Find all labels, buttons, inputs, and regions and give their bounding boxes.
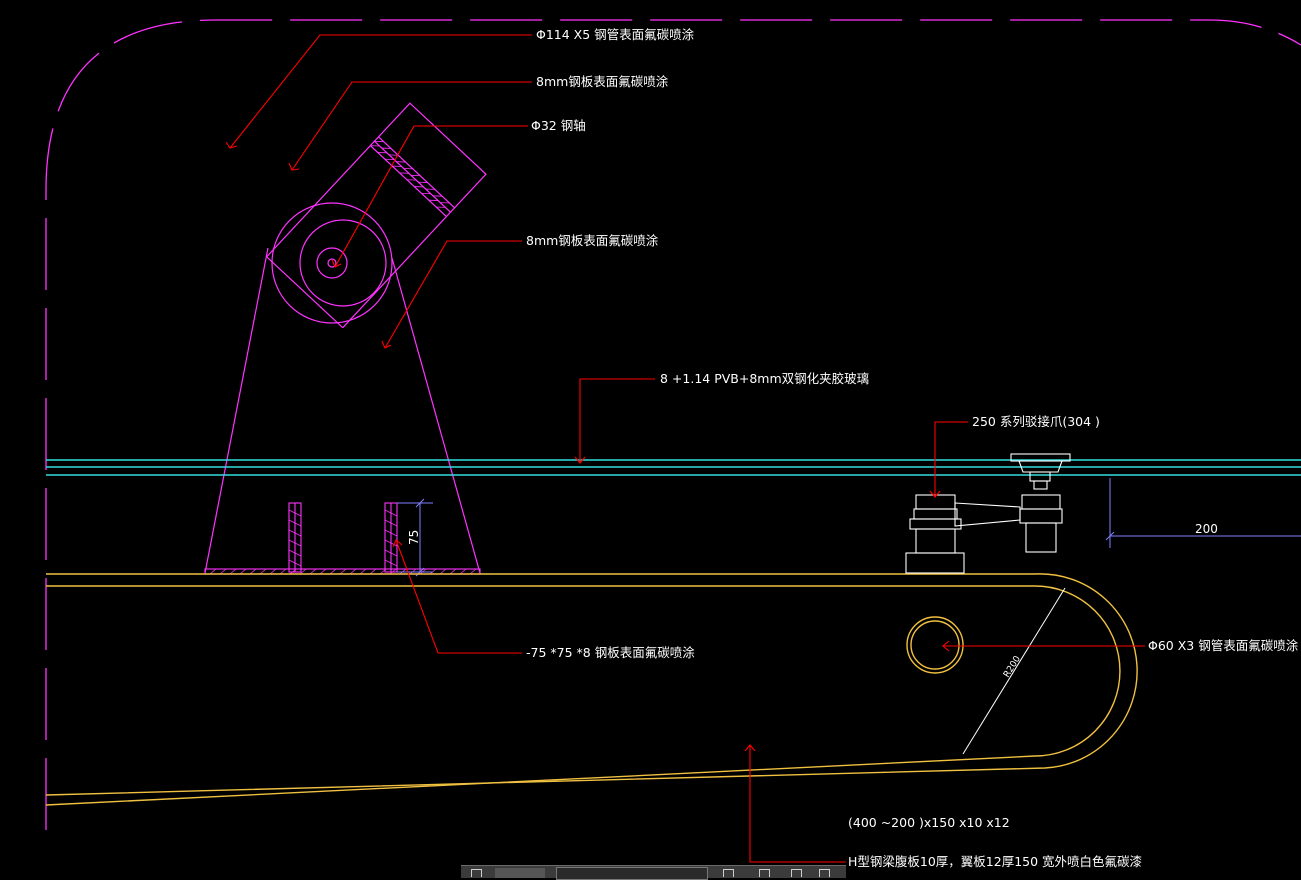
callout-shaft: Φ32 钢轴 xyxy=(531,118,586,133)
base-plate xyxy=(204,568,481,575)
dim-spider-offset-text: 200 xyxy=(1195,522,1218,536)
command-bar[interactable] xyxy=(461,865,846,880)
h-beam xyxy=(45,573,1138,806)
spider-fitting xyxy=(905,453,1071,574)
anchor-bolt-left xyxy=(288,502,302,573)
window-icon[interactable] xyxy=(791,869,802,877)
bracket-plate xyxy=(204,202,481,574)
leader-glass xyxy=(579,378,655,462)
leader-plate-75 xyxy=(395,539,522,654)
dim-beam-radius xyxy=(962,587,1066,755)
steel-tube-60 xyxy=(906,616,964,674)
callout-plate-lower: 8mm钢板表面氟碳喷涂 xyxy=(526,233,659,248)
leader-shaft xyxy=(334,125,528,268)
flag-icon[interactable] xyxy=(759,869,770,877)
dim-anchor-height xyxy=(397,498,433,577)
tube-end-plate xyxy=(369,136,456,217)
dim-anchor-height-text: 75 xyxy=(407,530,421,545)
command-field[interactable] xyxy=(556,867,708,880)
leader-tube-114 xyxy=(229,34,532,149)
callout-h-beam-desc: H型钢梁腹板10厚，翼板12厚150 宽外喷白色氟碳漆 xyxy=(848,854,1142,869)
callout-h-beam-size: (400 ~200 )x150 x10 x12 xyxy=(848,815,1010,830)
plate-lug xyxy=(271,202,393,324)
leader-plate-upper xyxy=(291,81,532,171)
steel-tube-114 xyxy=(266,102,487,329)
leader-h-beam xyxy=(749,745,846,863)
callout-tube-114: Φ114 X5 钢管表面氟碳喷涂 xyxy=(536,27,695,42)
outer-frame xyxy=(45,19,1301,830)
leader-plate-lower xyxy=(384,240,522,349)
shaft-ring xyxy=(299,219,387,307)
leader-lines xyxy=(225,34,1145,863)
layers-icon[interactable] xyxy=(471,869,482,877)
callout-plate-upper: 8mm钢板表面氟碳喷涂 xyxy=(536,74,669,89)
callout-glass: 8 +1.14 PVB+8mm双钢化夹胶玻璃 xyxy=(660,371,869,386)
pen-icon[interactable] xyxy=(723,869,734,877)
print-icon[interactable] xyxy=(819,869,830,877)
callout-labels: Φ114 X5 钢管表面氟碳喷涂 8mm钢板表面氟碳喷涂 Φ32 钢轴 8mm钢… xyxy=(526,27,1299,869)
shaft-32 xyxy=(316,247,348,279)
glass-panel xyxy=(46,459,1301,476)
dim-spider-offset xyxy=(1105,478,1301,548)
dim-beam-radius-text: R200 xyxy=(1002,654,1023,679)
anchor-bolt-right xyxy=(384,502,398,573)
callout-plate-75: -75 *75 *8 钢板表面氟碳喷涂 xyxy=(526,645,695,660)
callout-spider: 250 系列驳接爪(304 ) xyxy=(972,414,1100,429)
leader-spider xyxy=(934,421,968,497)
callout-tube-60: Φ60 X3 钢管表面氟碳喷涂 xyxy=(1148,638,1299,653)
command-input[interactable] xyxy=(495,868,545,878)
